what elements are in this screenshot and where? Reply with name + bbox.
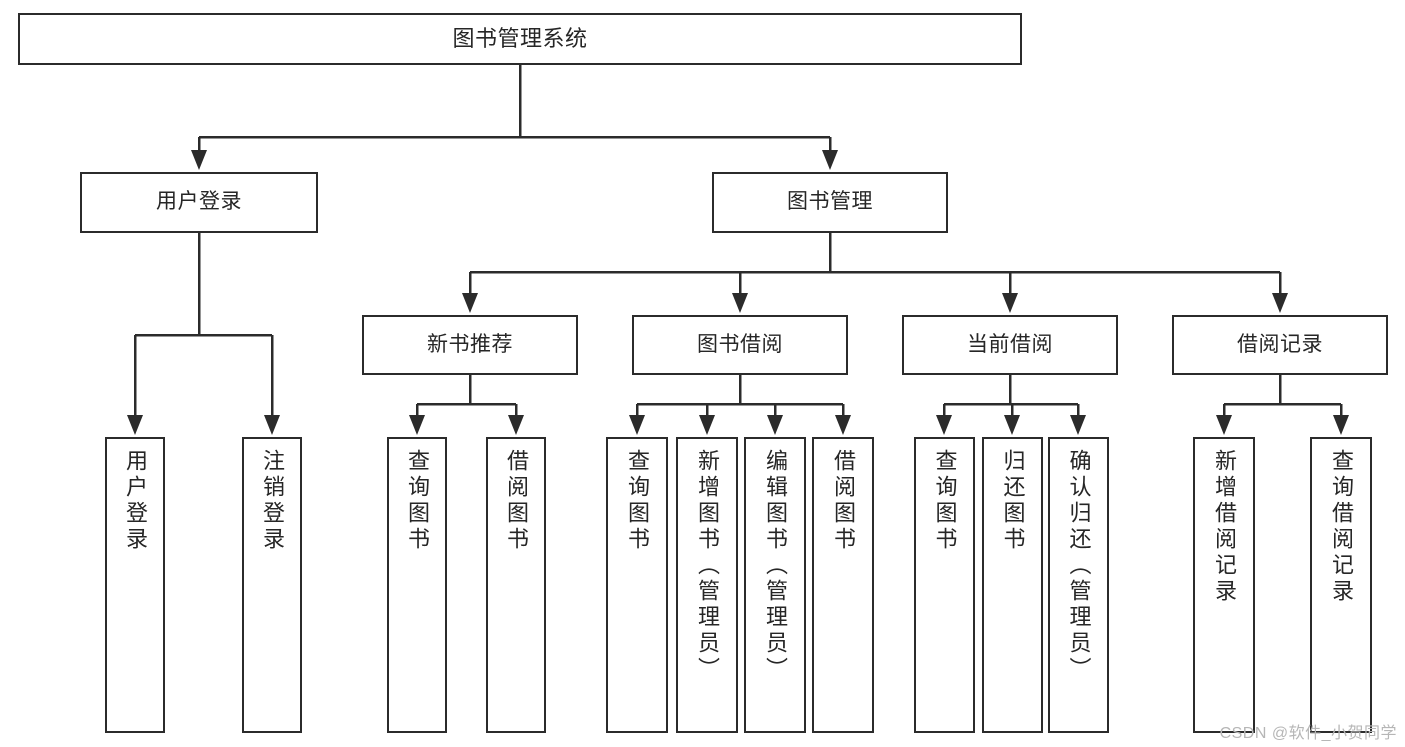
node-book-borrow[interactable]: 图书借阅 [632, 315, 848, 375]
node-new-book-rec-label: 新书推荐 [427, 332, 513, 356]
leaf-return-book[interactable]: 归还图书 [982, 437, 1043, 733]
node-root-label: 图书管理系统 [452, 26, 588, 52]
node-root[interactable]: 图书管理系统 [18, 13, 1022, 65]
leaf-confirm-return[interactable]: 确认归还（管理员） [1048, 437, 1109, 733]
leaf-borrow-book-2[interactable]: 借阅图书 [812, 437, 874, 733]
leaf-return-book-label: 归还图书 [1000, 449, 1026, 553]
leaf-query-record[interactable]: 查询借阅记录 [1310, 437, 1372, 733]
leaf-query-book-3-label: 查询图书 [932, 449, 958, 553]
node-book-manage-label: 图书管理 [787, 190, 873, 214]
leaf-add-book[interactable]: 新增图书（管理员） [676, 437, 738, 733]
leaf-add-record[interactable]: 新增借阅记录 [1193, 437, 1255, 733]
node-current-borrow[interactable]: 当前借阅 [902, 315, 1118, 375]
leaf-query-book-2[interactable]: 查询图书 [606, 437, 668, 733]
node-user-login[interactable]: 用户登录 [80, 172, 318, 233]
node-borrow-record-label: 借阅记录 [1237, 332, 1323, 356]
leaf-user-login-label: 用户登录 [123, 449, 148, 553]
watermark: CSDN @软件_小贺同学 [1219, 725, 1397, 742]
leaf-query-book-1[interactable]: 查询图书 [387, 437, 447, 733]
node-borrow-record[interactable]: 借阅记录 [1172, 315, 1388, 375]
node-book-manage[interactable]: 图书管理 [712, 172, 948, 233]
leaf-borrow-book-1[interactable]: 借阅图书 [486, 437, 546, 733]
leaf-query-book-1-label: 查询图书 [405, 449, 430, 553]
leaf-confirm-return-label: 确认归还（管理员） [1066, 449, 1092, 683]
leaf-borrow-book-2-label: 借阅图书 [831, 449, 856, 553]
leaf-borrow-book-1-label: 借阅图书 [504, 449, 529, 553]
leaf-query-book-3[interactable]: 查询图书 [914, 437, 975, 733]
leaf-user-login[interactable]: 用户登录 [105, 437, 165, 733]
leaf-logout-label: 注销登录 [260, 449, 285, 553]
leaf-logout[interactable]: 注销登录 [242, 437, 302, 733]
leaf-edit-book-label: 编辑图书（管理员） [763, 449, 788, 683]
node-book-borrow-label: 图书借阅 [697, 332, 783, 356]
leaf-add-book-label: 新增图书（管理员） [695, 449, 720, 683]
node-current-borrow-label: 当前借阅 [967, 332, 1053, 356]
node-user-login-label: 用户登录 [156, 190, 242, 214]
leaf-edit-book[interactable]: 编辑图书（管理员） [744, 437, 806, 733]
node-new-book-rec[interactable]: 新书推荐 [362, 315, 578, 375]
leaf-query-record-label: 查询借阅记录 [1329, 449, 1354, 605]
leaf-query-book-2-label: 查询图书 [625, 449, 650, 553]
leaf-add-record-label: 新增借阅记录 [1212, 449, 1237, 605]
